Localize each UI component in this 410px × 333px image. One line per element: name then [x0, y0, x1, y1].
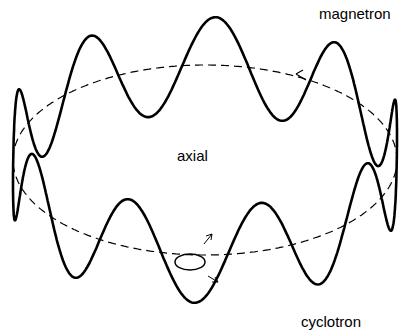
cyclotron-arrow — [208, 276, 218, 282]
cyclotron-orbit — [175, 254, 205, 270]
axial-oscillation — [13, 17, 397, 303]
cyclotron-arrow — [204, 234, 212, 244]
motion-label: cyclotron — [300, 314, 362, 329]
motion-label: magnetron — [318, 6, 392, 21]
motion-label: axial — [176, 148, 209, 163]
magnetron-orbit — [13, 65, 397, 255]
magnetron-arrow — [296, 70, 306, 80]
